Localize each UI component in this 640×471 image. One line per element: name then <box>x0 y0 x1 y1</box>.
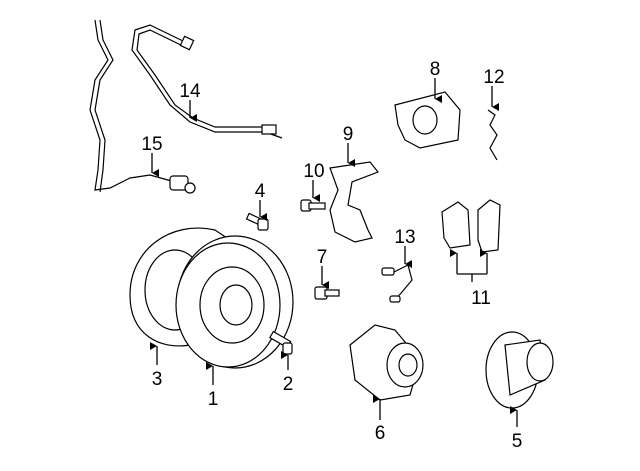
callout-arrows <box>150 78 518 427</box>
callout-12: 12 <box>483 67 504 88</box>
callout-3: 3 <box>152 369 163 390</box>
callout-9: 9 <box>343 124 354 145</box>
part-8-caliper <box>394 91 461 149</box>
callout-11: 11 <box>471 288 491 309</box>
part-15-sensor-wire <box>89 19 196 194</box>
part-1-brake-rotor <box>175 235 294 369</box>
callout-10: 10 <box>303 161 324 182</box>
callout-4: 4 <box>255 181 266 202</box>
part-5-wheel-hub <box>485 331 554 409</box>
part-13-wear-sensor <box>381 264 413 303</box>
callout-5: 5 <box>512 431 523 452</box>
callout-7: 7 <box>317 247 328 268</box>
part-2-bolt <box>269 330 293 355</box>
callout-8: 8 <box>430 59 441 80</box>
part-6-wheel-bearing <box>349 324 424 401</box>
part-7-bolt <box>314 286 340 300</box>
part-11-brake-pads <box>441 199 501 253</box>
part-14-brake-hose <box>131 24 283 139</box>
callout-2: 2 <box>283 374 294 395</box>
callout-15: 15 <box>141 134 162 155</box>
part-4-bolt <box>245 212 269 231</box>
part-9-caliper-bracket <box>329 161 379 243</box>
callout-13: 13 <box>394 227 415 248</box>
part-12-clip <box>487 109 498 161</box>
part-10-bolt <box>300 199 326 212</box>
callout-6: 6 <box>375 423 386 444</box>
callout-14: 14 <box>179 81 201 102</box>
callout-1: 1 <box>208 389 219 410</box>
